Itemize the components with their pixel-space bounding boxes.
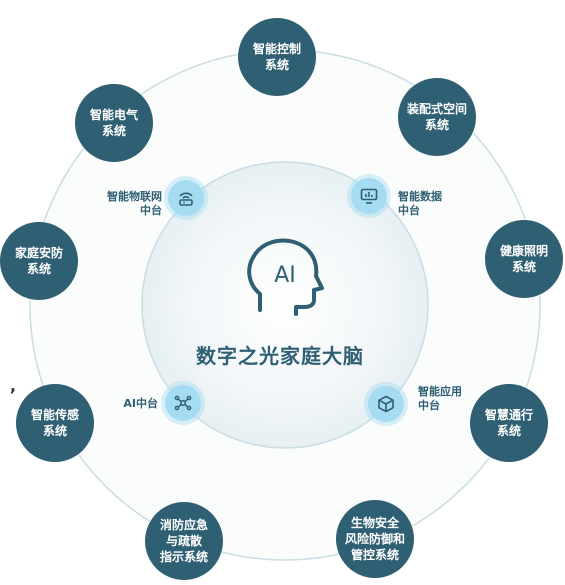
data-hub-icon <box>351 178 387 214</box>
app-hub-icon <box>368 386 404 422</box>
app-hub-label: 智能应用 中台 <box>418 385 462 412</box>
system-label: 消防应急 与疏散 指示系统 <box>159 518 208 564</box>
system-label: 智慧通行 系统 <box>484 408 533 438</box>
system-prefab-space[interactable]: 装配式空间 系统 <box>398 78 476 156</box>
system-smart-sensing[interactable]: 智能传感 系统 <box>16 384 94 462</box>
ai-hub-icon <box>165 385 201 421</box>
system-smart-control[interactable]: 智能控制 系统 <box>238 18 316 96</box>
system-biosafety[interactable]: 生物安全 风险防御和 管控系统 <box>336 500 414 578</box>
ai-hub-label: AI中台 <box>123 397 158 410</box>
system-label: 家庭安防 系统 <box>14 246 63 276</box>
router-icon <box>179 192 193 206</box>
inner-ring <box>141 161 429 449</box>
system-smart-electrical[interactable]: 智能电气 系统 <box>75 84 153 162</box>
system-smart-access[interactable]: 智慧通行 系统 <box>470 384 548 462</box>
system-label: 智能控制 系统 <box>252 42 301 72</box>
monitor-chart-icon <box>360 188 378 204</box>
system-label: 智能传感 系统 <box>30 408 79 438</box>
cube-icon <box>378 395 394 413</box>
brain-title: 数字之光家庭大脑 <box>196 344 364 368</box>
data-hub-label: 智能数据 中台 <box>398 190 442 217</box>
iot-hub-label: 智能物联网 中台 <box>107 190 162 217</box>
system-label: 智能电气 系统 <box>89 108 138 138</box>
ai-badge: AI <box>274 263 296 288</box>
system-health-lighting[interactable]: 健康照明 系统 <box>485 220 563 298</box>
iot-hub-icon <box>168 180 204 216</box>
ai-head-icon: AI <box>247 238 324 316</box>
system-home-security[interactable]: 家庭安防 系统 <box>0 222 78 300</box>
network-nodes-icon <box>174 395 192 411</box>
stray-punctuation: , <box>10 376 17 395</box>
system-fire-evacuation[interactable]: 消防应急 与疏散 指示系统 <box>145 502 223 580</box>
system-label: 装配式空间 系统 <box>406 102 467 132</box>
system-label: 健康照明 系统 <box>499 244 548 274</box>
system-label: 生物安全 风险防御和 管控系统 <box>344 516 405 562</box>
